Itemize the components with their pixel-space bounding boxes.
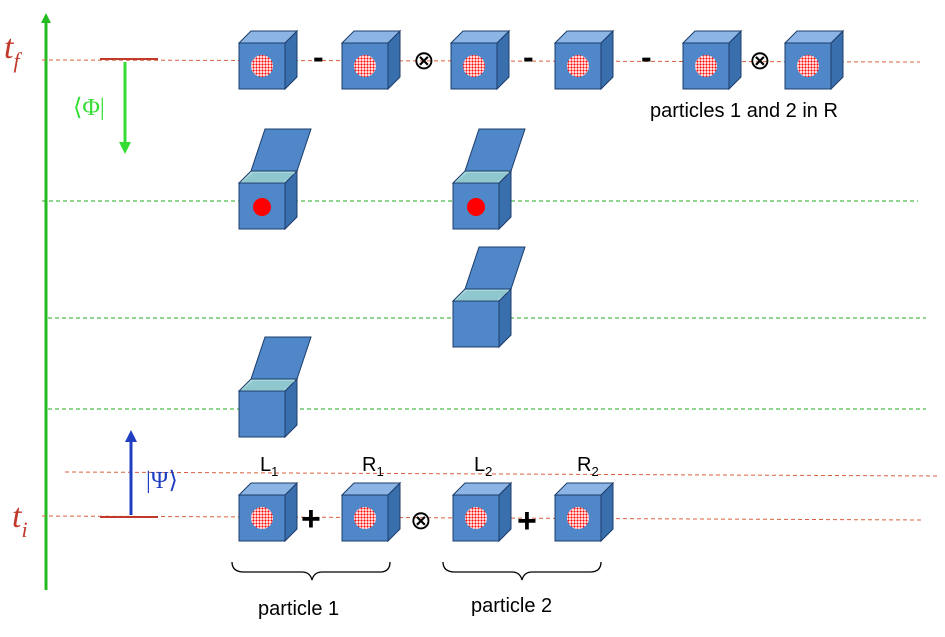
brace-particle-2 — [442, 561, 602, 581]
box-final-1 — [237, 29, 299, 91]
label-L2: L2 — [474, 454, 492, 479]
box-final-3 — [449, 29, 511, 91]
box-front-face — [452, 300, 500, 348]
particle-dotted — [695, 55, 717, 77]
boxes-layer — [237, 29, 845, 543]
box-R2 — [553, 481, 615, 543]
final-note: particles 1 and 2 in R — [650, 100, 838, 122]
label-R1: R1 — [362, 454, 384, 479]
particle-ball — [467, 198, 485, 216]
particle-dotted — [251, 507, 273, 529]
box-final-4 — [553, 29, 615, 91]
plus-op-1: + — [301, 500, 321, 538]
box-L2 — [451, 481, 513, 543]
level-line-prep — [64, 471, 941, 477]
box-open-empty-left — [237, 336, 312, 439]
box-open-empty-right — [451, 246, 526, 349]
t-initial-label: ti — [12, 498, 28, 542]
label-R2: R2 — [577, 454, 599, 479]
minus-op-2: - — [523, 39, 534, 75]
tensor-op-final-2: ⊗ — [749, 45, 771, 75]
box-lid — [250, 336, 312, 380]
box-lid — [464, 128, 526, 172]
particle-dotted — [354, 507, 376, 529]
box-front-face — [341, 494, 389, 542]
box-lid — [464, 246, 526, 290]
minus-op-3: - — [641, 39, 652, 75]
initial-ket-label: |Ψ⟩ — [146, 468, 178, 494]
particle-2-label: particle 2 — [471, 595, 552, 617]
minus-op-1: - — [313, 39, 324, 75]
box-interior — [242, 381, 295, 390]
box-final-2 — [340, 29, 402, 91]
box-interior — [242, 173, 295, 182]
particle-dotted — [797, 55, 819, 77]
tensor-op-initial: ⊗ — [410, 505, 432, 535]
box-interior — [456, 291, 509, 300]
box-lid — [250, 128, 312, 172]
particle-dotted — [354, 55, 376, 77]
plus-op-2: + — [517, 502, 537, 540]
level-line-final — [41, 59, 921, 63]
particle-dotted — [251, 55, 273, 77]
box-final-5 — [681, 29, 743, 91]
particle-dotted — [567, 507, 589, 529]
particle-dotted — [465, 507, 487, 529]
particle-1-label: particle 1 — [258, 598, 339, 620]
box-open-ball-left — [237, 128, 312, 231]
label-L1: L1 — [260, 454, 278, 479]
final-bra-label: ⟨Φ| — [73, 95, 105, 121]
brace-particle-1 — [231, 561, 391, 581]
particle-dotted — [463, 55, 485, 77]
box-front-face — [238, 182, 286, 230]
box-front-face — [238, 390, 286, 438]
box-open-ball-right — [451, 128, 526, 231]
tensor-op-final-1: ⊗ — [413, 45, 435, 75]
particle-dotted — [567, 55, 589, 77]
box-interior — [456, 173, 509, 182]
box-final-6 — [783, 29, 845, 91]
t-final-label: tf — [4, 29, 22, 73]
box-L1 — [237, 481, 299, 543]
box-R1 — [340, 481, 402, 543]
particle-ball — [253, 198, 271, 216]
